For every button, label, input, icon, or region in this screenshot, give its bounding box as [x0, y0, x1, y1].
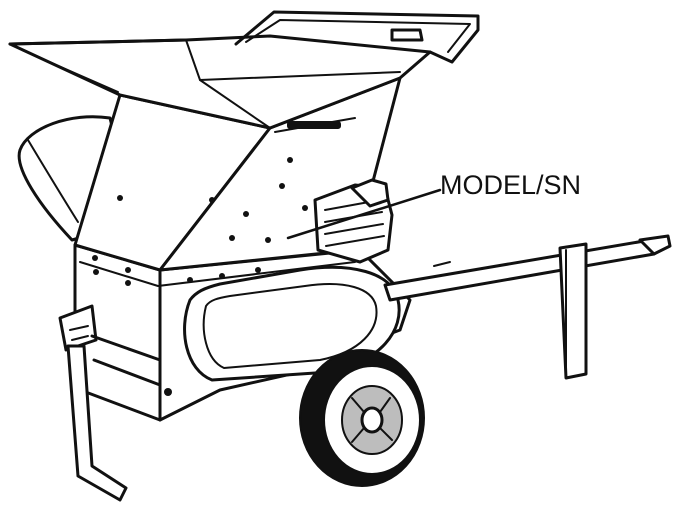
hopper-handle: [234, 10, 480, 64]
trailer-tongue: [383, 234, 672, 380]
wheel: [299, 349, 425, 487]
model-sn-callout-label: MODEL/SN: [440, 170, 582, 200]
callout-pointer: [286, 188, 442, 240]
engine: [313, 178, 394, 264]
tongue-jack-stand: [558, 242, 588, 380]
decal-label: [287, 121, 341, 129]
front-stand: [58, 304, 172, 502]
feed-hopper-tray: [8, 34, 432, 130]
